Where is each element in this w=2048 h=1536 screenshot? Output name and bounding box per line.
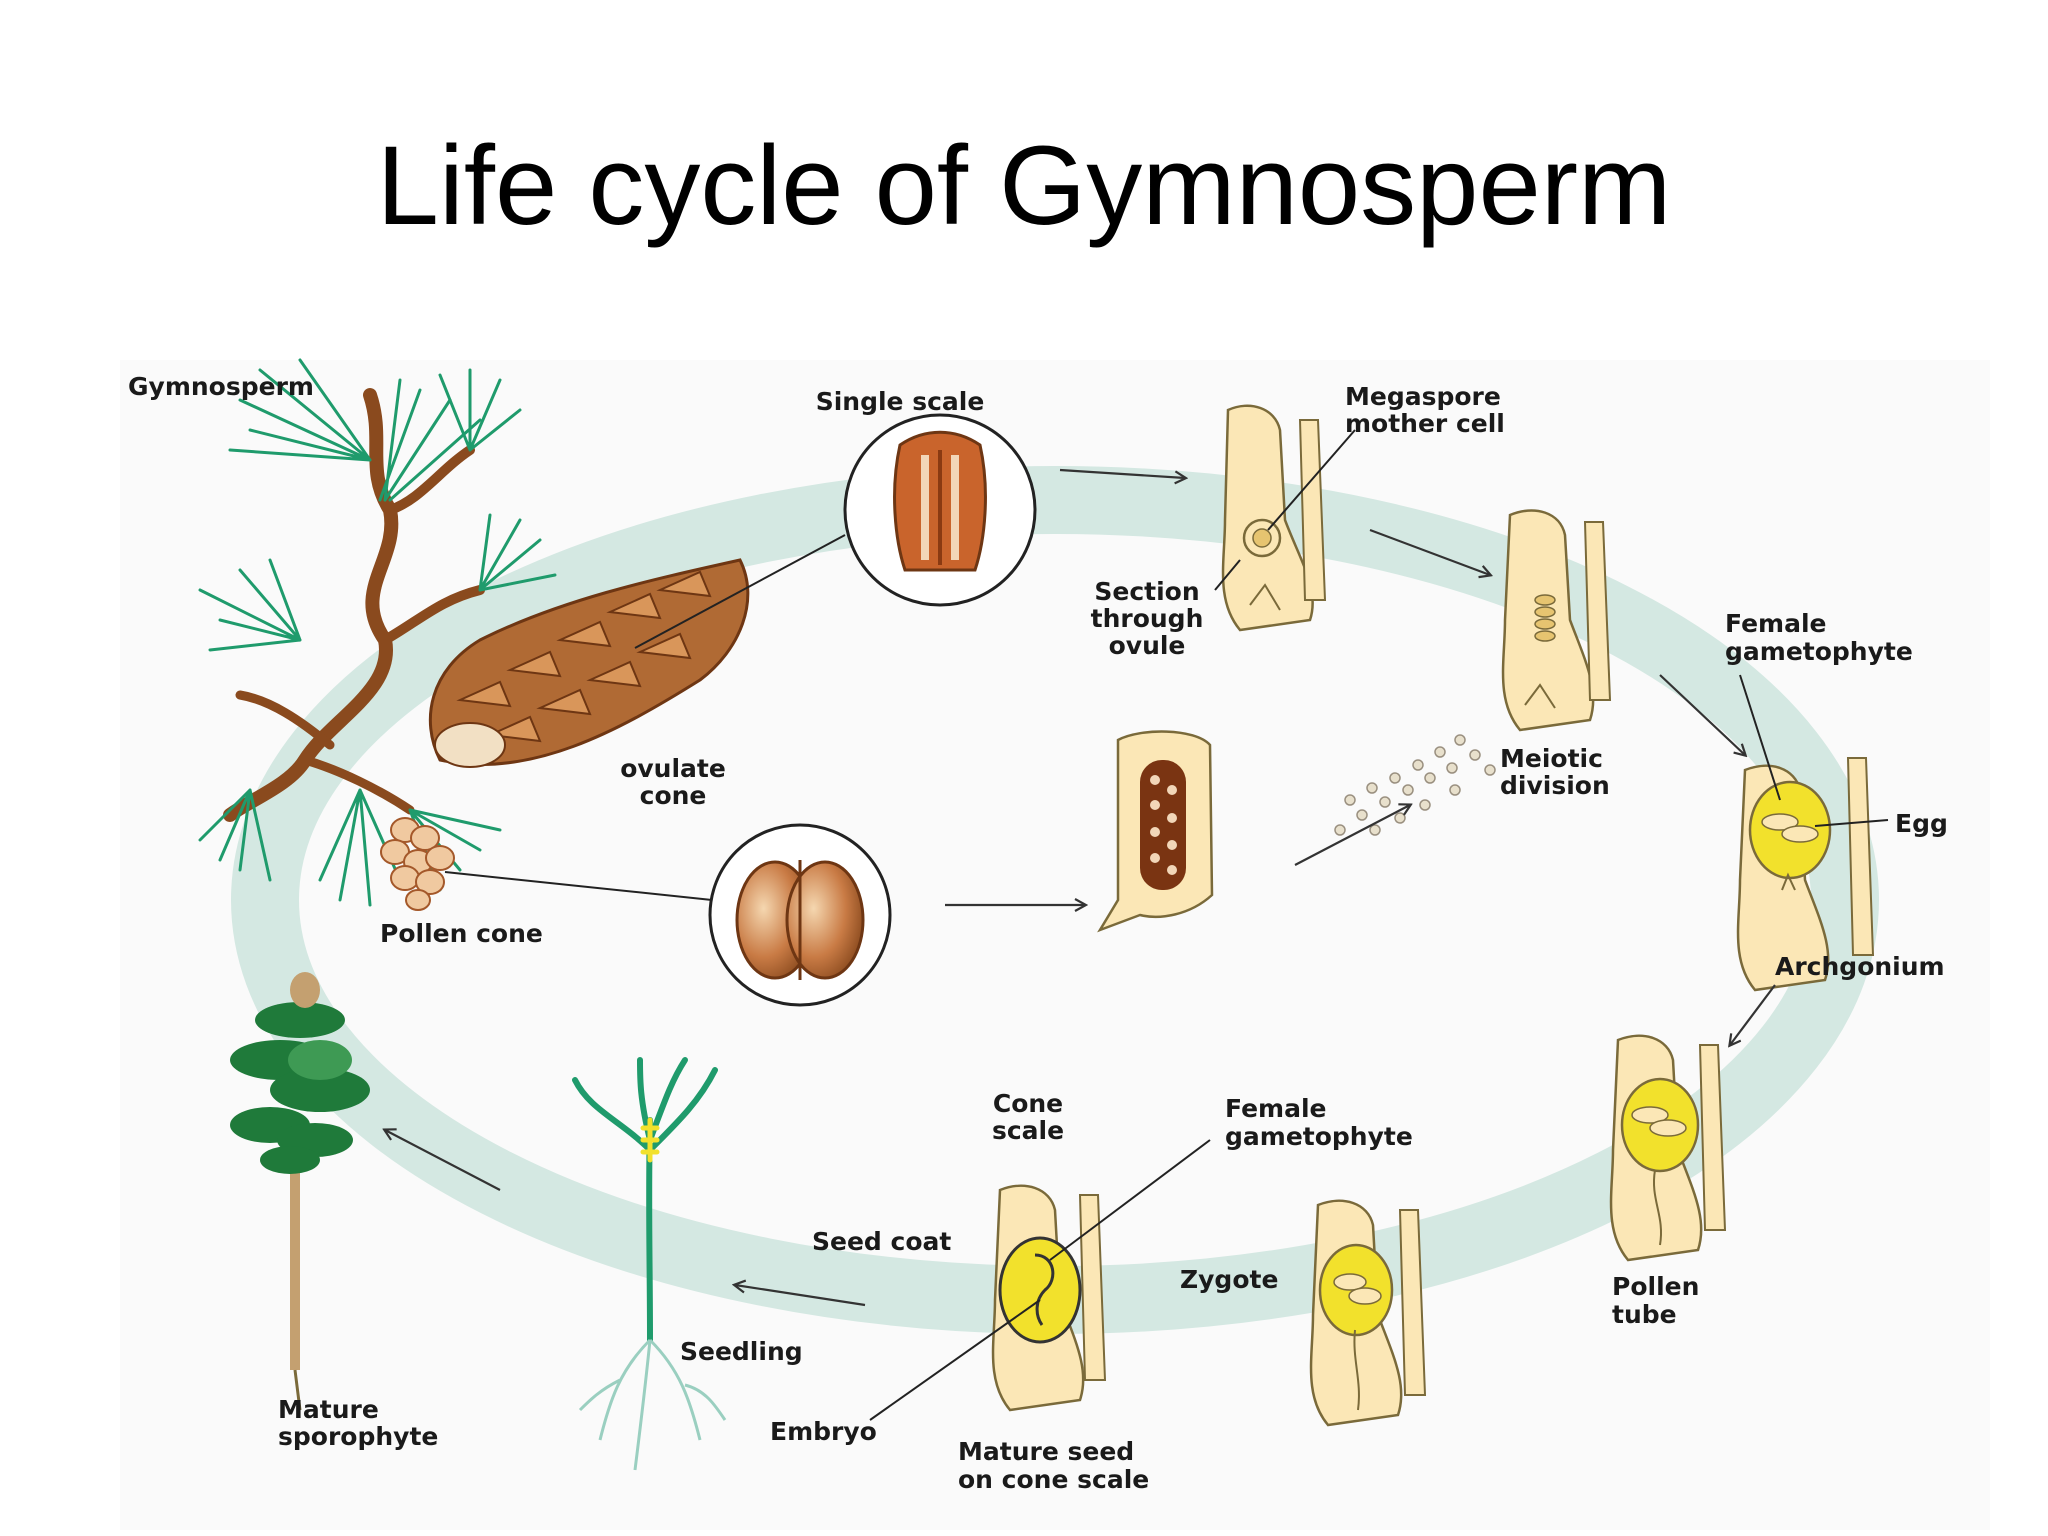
label-single-scale: Single scale bbox=[816, 387, 985, 416]
label-seed-coat: Seed coat bbox=[812, 1227, 951, 1256]
label-cone-scale-line1: Cone bbox=[993, 1089, 1063, 1118]
ovule-section-illustration bbox=[1221, 404, 1327, 632]
ovulate-cone bbox=[428, 558, 750, 768]
label-megaspore-line1: Megaspore bbox=[1345, 382, 1501, 411]
mature-sporophyte-illustration bbox=[230, 972, 370, 1411]
single-scale-illustration bbox=[843, 413, 1037, 607]
pollen-grains bbox=[1334, 734, 1496, 836]
gymnosperm-tree-illustration bbox=[198, 358, 750, 911]
label-meiotic-line1: Meiotic bbox=[1500, 744, 1603, 773]
label-mature-seed-line2: on cone scale bbox=[958, 1465, 1149, 1494]
label-zygote: Zygote bbox=[1180, 1265, 1278, 1294]
pollen-pointer-line bbox=[444, 871, 713, 901]
label-megaspore-line2: mother cell bbox=[1345, 409, 1505, 438]
label-ovulate-cone-line2: cone bbox=[640, 781, 707, 810]
pollen-cone bbox=[380, 817, 455, 911]
label-gymnosperm: Gymnosperm bbox=[128, 372, 314, 401]
label-pollen-tube-line1: Pollen bbox=[1612, 1272, 1699, 1301]
seedling-illustration bbox=[572, 1057, 727, 1471]
label-meiotic-line2: division bbox=[1500, 771, 1610, 800]
pollen-tube-illustration bbox=[1609, 1034, 1727, 1262]
label-pollen-cone: Pollen cone bbox=[380, 919, 543, 948]
female-gametophyte-egg-illustration bbox=[1736, 757, 1875, 992]
label-female-gametophyte-top-line1: Female bbox=[1725, 609, 1826, 638]
label-egg: Egg bbox=[1895, 809, 1948, 838]
label-embryo: Embryo bbox=[770, 1417, 877, 1446]
mature-seed-illustration bbox=[991, 1184, 1107, 1412]
embryo-pointer-line bbox=[869, 1299, 1041, 1421]
pollen-sac-illustration bbox=[1097, 730, 1214, 933]
label-mature-sporophyte-line2: sporophyte bbox=[278, 1422, 438, 1451]
egg-pointer-line bbox=[1814, 819, 1889, 827]
label-seedling: Seedling bbox=[680, 1337, 803, 1366]
label-ovulate-cone-line1: ovulate bbox=[620, 754, 726, 783]
label-archegonium: Archgonium bbox=[1775, 952, 1945, 981]
label-pollen-tube-line2: tube bbox=[1612, 1300, 1677, 1329]
cycle-arrows bbox=[385, 468, 1776, 1307]
label-female-gametophyte-bottom-line1: Female bbox=[1225, 1094, 1326, 1123]
zygote-illustration bbox=[1309, 1199, 1427, 1427]
pollen-scale-illustration bbox=[708, 823, 892, 1007]
slide-title: Life cycle of Gymnosperm bbox=[376, 123, 1672, 248]
label-section-line3: ovule bbox=[1109, 631, 1186, 660]
label-mature-sporophyte-line1: Mature bbox=[278, 1395, 379, 1424]
label-cone-scale-line2: scale bbox=[992, 1116, 1064, 1145]
megaspore-pointer-line bbox=[1267, 429, 1356, 531]
section-pointer-line bbox=[1214, 559, 1241, 591]
female-gametophyte-bottom-pointer-line bbox=[1049, 1139, 1211, 1261]
scale-pointer-line bbox=[634, 534, 846, 649]
label-mature-seed-line1: Mature seed bbox=[958, 1437, 1134, 1466]
meiotic-division-ovule-illustration bbox=[1501, 509, 1612, 732]
label-female-gametophyte-top-line2: gametophyte bbox=[1725, 637, 1913, 666]
label-section-line1: Section bbox=[1094, 577, 1199, 606]
female-gametophyte-top-pointer-line bbox=[1739, 674, 1781, 801]
label-female-gametophyte-bottom-line2: gametophyte bbox=[1225, 1122, 1413, 1151]
label-section-line2: through bbox=[1091, 604, 1204, 633]
